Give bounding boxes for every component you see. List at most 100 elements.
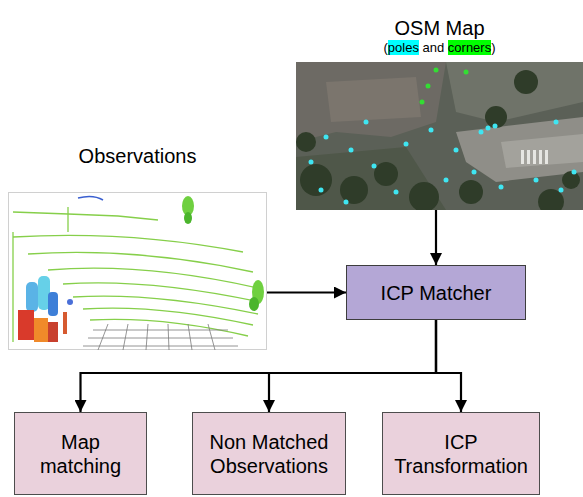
illustration-part	[182, 196, 264, 311]
illustration-part	[296, 62, 446, 142]
subheading-part: corners	[448, 40, 491, 55]
illustration-part	[93, 330, 228, 331]
illustration-part	[309, 160, 314, 165]
illustration-part	[479, 130, 484, 135]
illustration-part	[454, 148, 459, 153]
image-heading: OSM Map	[394, 16, 484, 40]
illustration-part	[485, 106, 507, 128]
illustration-part	[521, 150, 524, 164]
output-box: ICP Transformation	[382, 412, 540, 495]
illustration-part	[499, 185, 504, 190]
box-text-group: ICP Matcher	[381, 281, 492, 305]
illustration-part	[249, 297, 259, 311]
illustration-part	[434, 68, 439, 73]
arrow-connector	[269, 320, 436, 412]
illustration-part	[98, 324, 108, 350]
illustration-part	[67, 207, 68, 232]
box-label: ICP Transformation	[390, 430, 532, 478]
box-label: Non Matched Observations	[200, 430, 338, 478]
illustration-part	[409, 182, 439, 210]
illustration-part	[18, 276, 73, 342]
subheading-part: )	[491, 40, 495, 55]
illustration-part	[559, 188, 564, 193]
arrow-connector	[267, 291, 346, 293]
box-text-group: ICP Transformation	[390, 430, 532, 478]
box-label: Map matching	[31, 430, 131, 478]
illustration-part	[539, 150, 542, 164]
illustration-part	[429, 128, 434, 133]
illustration-part	[426, 84, 431, 89]
illustration-part	[534, 178, 539, 183]
illustration-part	[83, 324, 238, 350]
point-cloud	[8, 192, 267, 350]
illustration-part	[13, 207, 260, 342]
illustration-part	[554, 120, 559, 125]
illustration-part	[349, 148, 354, 153]
illustration-part	[13, 212, 158, 220]
illustration-part	[394, 190, 399, 195]
illustration-part	[533, 150, 536, 164]
illustration-part	[459, 180, 483, 204]
arrow-connector	[436, 320, 461, 412]
illustration-part	[184, 212, 192, 224]
output-box: Non Matched Observations	[192, 412, 346, 495]
illustration-part	[562, 171, 580, 189]
illustration-part	[13, 235, 243, 252]
illustration-part	[472, 170, 477, 175]
illustration-part	[344, 200, 349, 205]
subheading-part: poles	[388, 40, 419, 55]
illustration-part	[26, 282, 38, 312]
arrow-connector	[435, 210, 437, 265]
illustration-part	[123, 324, 128, 350]
illustration-part	[88, 338, 233, 339]
illustration-part	[188, 324, 192, 350]
illustration-part	[404, 142, 409, 147]
illustration-part	[372, 164, 377, 169]
illustration-part	[296, 62, 583, 210]
illustration-part	[63, 312, 67, 334]
illustration-part	[146, 324, 148, 350]
illustration-part	[340, 176, 368, 204]
illustration-part	[501, 134, 583, 168]
illustration-part	[456, 117, 583, 182]
illustration-part	[545, 150, 548, 164]
output-box: Map matching	[14, 412, 147, 495]
subheading-part	[419, 40, 423, 55]
illustration-part	[324, 135, 329, 140]
illustration-part	[572, 170, 577, 175]
illustration-part	[34, 318, 48, 342]
illustration-part	[420, 100, 425, 105]
illustration-part	[208, 324, 215, 350]
process-box: ICP Matcher	[346, 265, 526, 320]
illustration-part	[446, 62, 583, 122]
illustration-part	[18, 310, 34, 340]
image-heading-group: OSM Map(poles and corners)	[296, 16, 583, 56]
box-text-group: Map matching	[31, 430, 131, 478]
illustration-part	[364, 120, 369, 125]
illustration-part	[300, 164, 332, 196]
box-label: ICP Matcher	[381, 281, 492, 305]
image-heading-group: Observations	[8, 144, 267, 168]
illustration-part	[309, 120, 577, 205]
illustration-part	[296, 70, 580, 210]
aerial-map	[296, 62, 583, 210]
illustration-part	[420, 68, 469, 105]
illustration-part	[48, 322, 58, 342]
illustration-part	[319, 188, 324, 193]
illustration-part	[12, 232, 13, 342]
illustration-part	[521, 150, 548, 164]
subheading-part: and	[423, 40, 445, 55]
map-image: OSM Map(poles and corners)	[296, 62, 583, 210]
illustration-part	[527, 150, 530, 164]
illustration-part	[168, 324, 169, 350]
box-text-group: Non Matched Observations	[200, 430, 338, 478]
illustration-part	[326, 77, 421, 122]
illustration-part	[83, 346, 238, 347]
illustration-part	[444, 178, 449, 183]
observation-image: Observations	[8, 192, 267, 350]
illustration-part	[464, 70, 469, 75]
arrow-connector	[81, 320, 437, 412]
illustration-part	[78, 196, 103, 200]
illustration-part	[90, 319, 248, 336]
